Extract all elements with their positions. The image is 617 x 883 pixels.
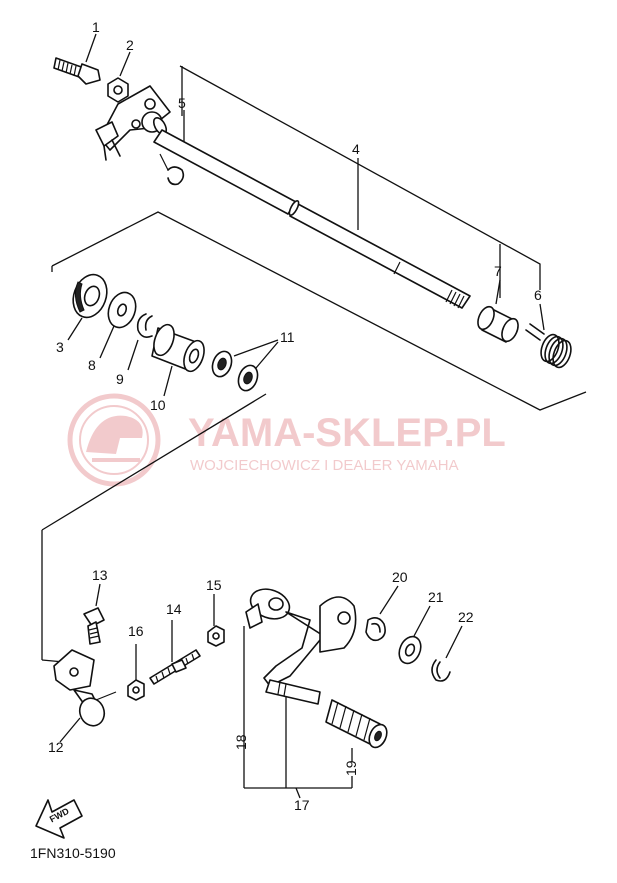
part-label-16: 16 [128,623,144,639]
part-2-nut [107,51,131,103]
watermark-title: YAMA-SKLEP.PL [188,411,506,455]
part-label-11: 11 [280,329,295,345]
part-label-4: 4 [352,141,360,157]
part-14-rod [149,620,201,685]
watermark-logo [67,393,161,487]
part-label-12: 12 [48,739,64,755]
part-22-circlip [431,625,463,682]
part-9-circlip [127,313,153,371]
part-10-bush [151,323,205,397]
part-8-washer [99,291,137,359]
shift-arm-assembly [95,85,171,161]
part-label-1: 1 [92,19,100,35]
fwd-arrow: FWD [35,799,83,839]
part-label-14: 14 [166,601,182,617]
part-16-nut [127,644,145,701]
part-label-5: 5 [178,95,186,111]
part-20-circlip [365,585,399,642]
part-label-18: 18 [233,734,249,750]
part-label-15: 15 [206,577,222,593]
part-number-labels: 1 2 3 4 5 6 7 8 9 10 11 12 13 14 15 16 1… [48,19,542,813]
part-label-2: 2 [126,37,134,53]
part-15-nut [207,594,225,647]
drawing-code: 1FN310-5190 [30,845,116,861]
part-11-oil-seals [211,339,279,392]
part-label-22: 22 [458,609,474,625]
part-label-9: 9 [116,371,124,387]
part-label-7: 7 [494,263,502,279]
part-label-19: 19 [343,760,359,776]
watermark-subtitle: WOJCIECHOWICZ I DEALER YAMAHA [190,457,459,474]
part-12-rod-joint [53,649,117,743]
part-17-shift-pedal [245,588,357,705]
part-label-21: 21 [428,589,444,605]
part-label-3: 3 [56,339,64,355]
part-6-torsion-spring [525,303,572,369]
group-outline-lines [41,65,587,663]
part-19-footrest-rubber [325,699,388,762]
part-21-washer [398,605,431,665]
pedal-assembly-brackets [243,626,353,799]
part-label-20: 20 [392,569,408,585]
part-label-8: 8 [88,357,96,373]
part-7-collar [477,279,519,343]
part-4-shift-shaft [153,129,471,309]
part-13-bolt [83,583,105,645]
part-label-10: 10 [150,397,166,413]
part-label-17: 17 [294,797,310,813]
part-1-bolt [53,33,101,85]
part-label-6: 6 [534,287,542,303]
part-3-oil-seal [67,273,108,341]
part-label-13: 13 [92,567,108,583]
watermark: YAMA-SKLEP.PL WOJCIECHOWICZ I DEALER YAM… [67,393,506,487]
